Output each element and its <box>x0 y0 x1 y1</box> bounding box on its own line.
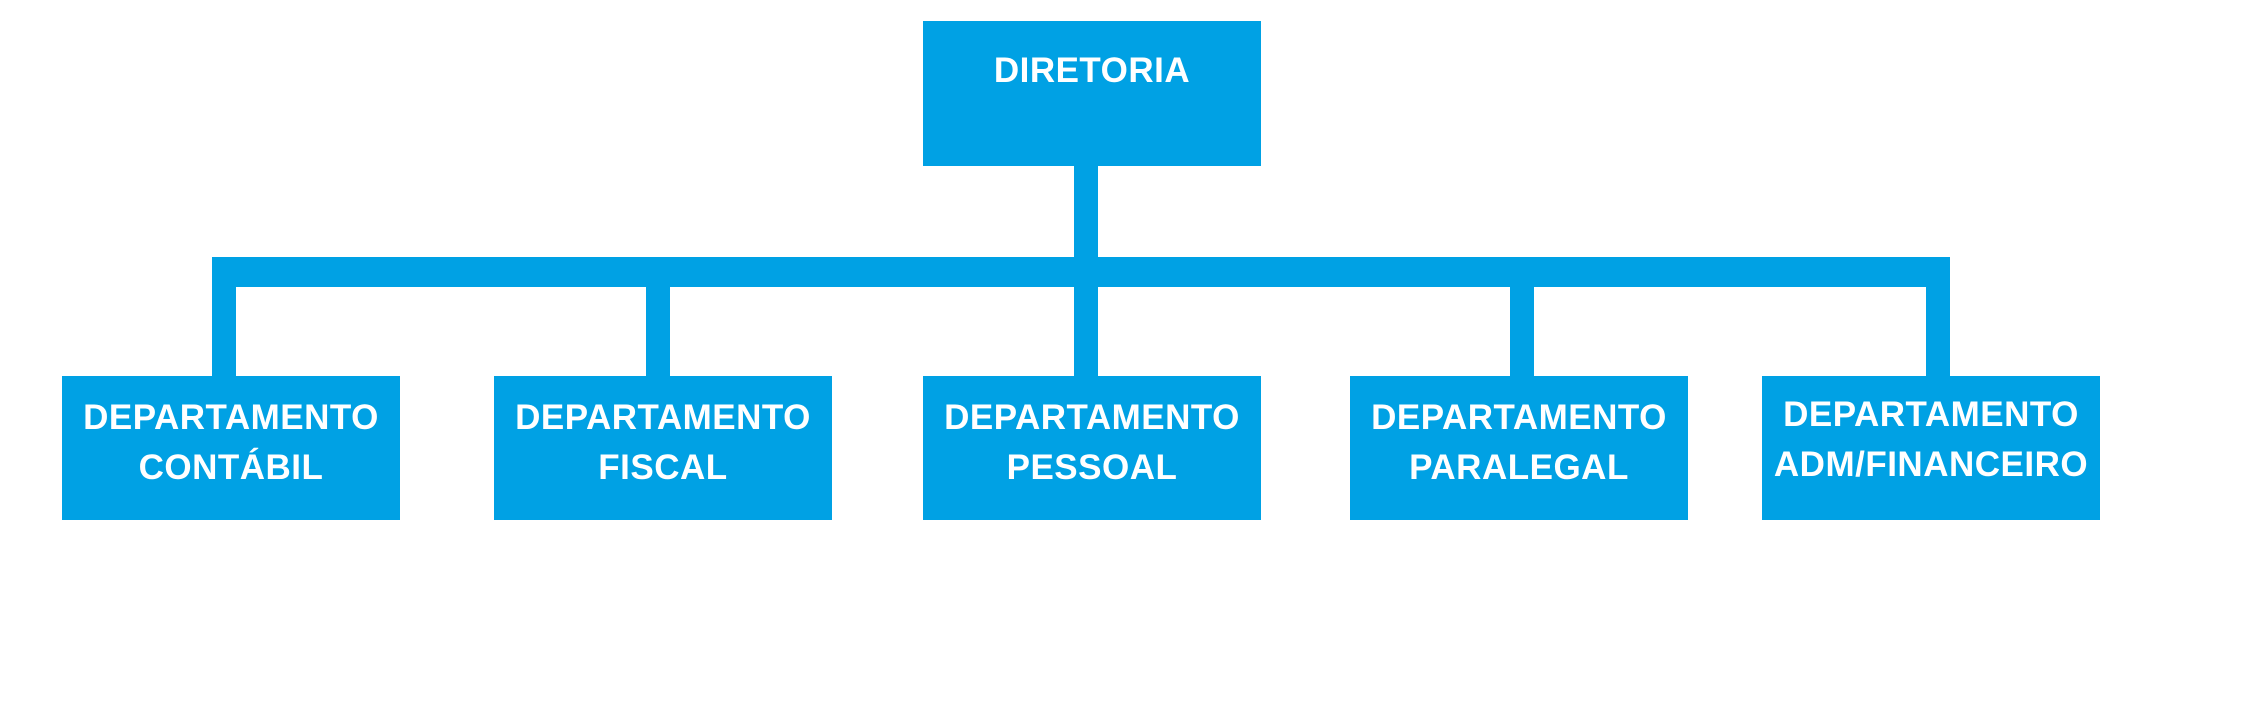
department-node-contabil: DEPARTAMENTO CONTÁBIL <box>62 376 400 520</box>
department-node-paralegal: DEPARTAMENTO PARALEGAL <box>1350 376 1688 520</box>
department-node-line1: DEPARTAMENTO <box>1371 398 1667 437</box>
department-node-line1: DEPARTAMENTO <box>944 398 1240 437</box>
department-node-line2: ADM/FINANCEIRO <box>1773 445 2089 484</box>
branch-connector-pessoal <box>1074 257 1098 377</box>
department-node-line1: DEPARTAMENTO <box>515 398 811 437</box>
department-node-line2: PARALEGAL <box>1409 448 1629 487</box>
root-node-label: DIRETORIA <box>993 51 1191 90</box>
branch-connector-fiscal <box>646 257 670 377</box>
department-node-line2: FISCAL <box>598 448 728 487</box>
department-node-line1: DEPARTAMENTO <box>1783 395 2079 434</box>
branch-connector-paralegal <box>1510 257 1534 377</box>
department-node-line2: CONTÁBIL <box>138 448 324 487</box>
department-node-adm-financeiro: DEPARTAMENTO ADM/FINANCEIRO <box>1762 376 2100 520</box>
branch-connector-contabil <box>212 257 236 377</box>
root-stem-connector <box>1074 166 1098 264</box>
department-node-line1: DEPARTAMENTO <box>83 398 379 437</box>
branch-connector-adm-financeiro <box>1926 257 1950 377</box>
department-node-line2: PESSOAL <box>1006 448 1178 487</box>
department-node-fiscal: DEPARTAMENTO FISCAL <box>494 376 832 520</box>
root-node-diretoria: DIRETORIA <box>923 21 1261 166</box>
department-node-pessoal: DEPARTAMENTO PESSOAL <box>923 376 1261 520</box>
